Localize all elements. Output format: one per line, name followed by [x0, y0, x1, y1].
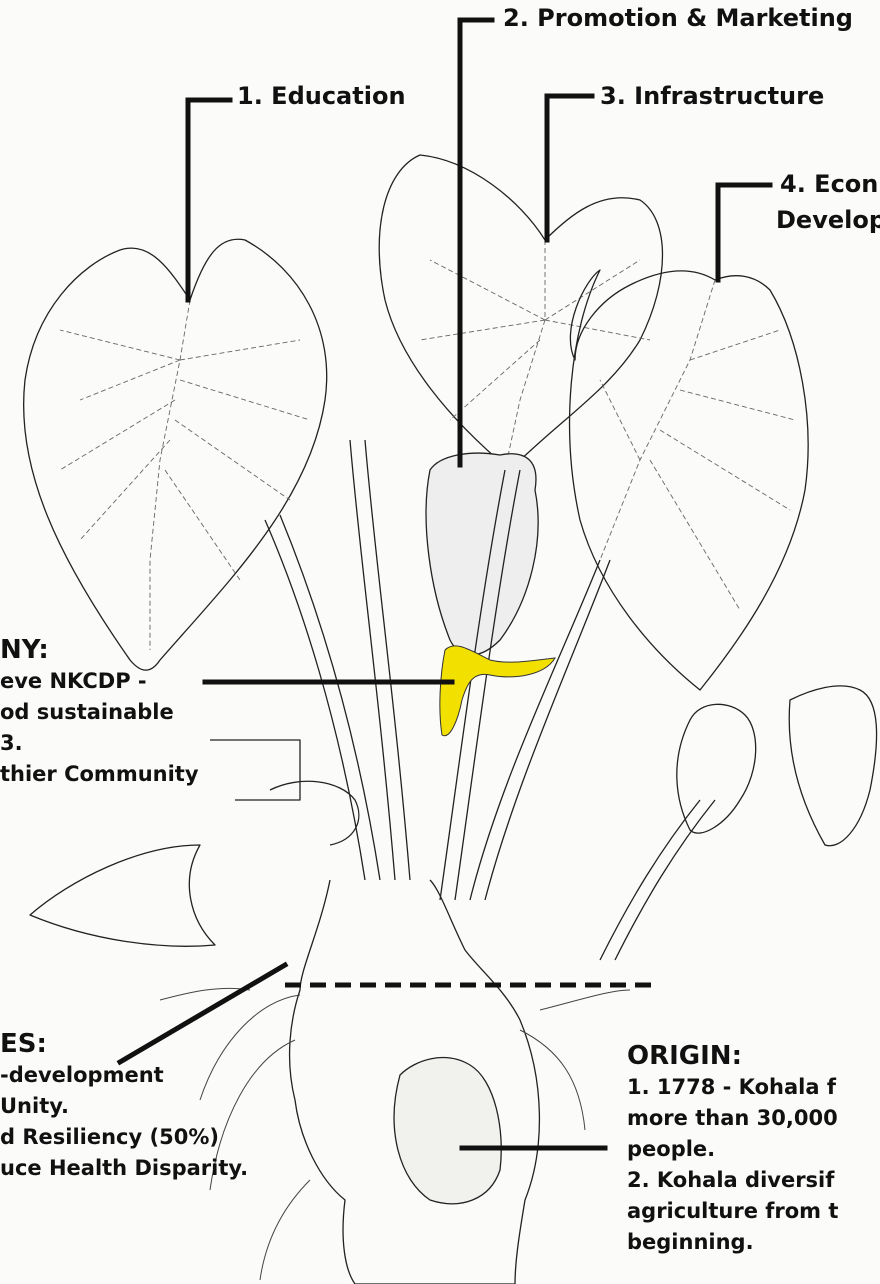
taro-leaf-lower-left [30, 845, 215, 946]
education-leader [188, 100, 230, 300]
values-block: ES: -development Unity. d Resiliency (50… [0, 1028, 248, 1184]
destiny-heading: NY: [0, 634, 199, 666]
origin-heading: ORIGIN: [627, 1040, 838, 1072]
label-economic-line1: 4. Econ [780, 172, 878, 196]
origin-line: agriculture from t [627, 1196, 838, 1227]
destiny-line: eve NKCDP - [0, 666, 199, 697]
values-heading: ES: [0, 1028, 248, 1060]
destiny-block: NY: eve NKCDP - od sustainable 3. thier … [0, 634, 199, 790]
promotion-leader [460, 20, 492, 465]
origin-block: ORIGIN: 1. 1778 - Kohala f more than 30,… [627, 1040, 838, 1258]
destiny-line: od sustainable [0, 697, 199, 728]
label-promotion-marketing: 2. Promotion & Marketing [503, 6, 853, 30]
label-education: 1. Education [237, 84, 406, 108]
destiny-line: 3. [0, 728, 199, 759]
origin-line: 1. 1778 - Kohala f [627, 1072, 838, 1103]
values-line: Unity. [0, 1091, 248, 1122]
taro-leaf-center [379, 155, 662, 470]
origin-line: more than 30,000 [627, 1103, 838, 1134]
values-line: d Resiliency (50%) [0, 1122, 248, 1153]
economic-leader [718, 185, 770, 280]
label-economic-line2: Develop [776, 208, 880, 232]
origin-line: people. [627, 1134, 838, 1165]
label-infrastructure: 3. Infrastructure [600, 84, 824, 108]
destiny-line: thier Community [0, 759, 199, 790]
values-line: -development [0, 1060, 248, 1091]
taro-corm-scar [394, 1058, 501, 1204]
taro-shoot-center [426, 453, 538, 655]
taro-petiole-left [265, 520, 365, 880]
taro-leaf-right [570, 270, 808, 690]
origin-line: 2. Kohala diversif [627, 1165, 838, 1196]
taro-leaf-left [24, 239, 327, 670]
origin-line: beginning. [627, 1227, 838, 1258]
values-line: uce Health Disparity. [0, 1153, 248, 1184]
highlighted-shoot [440, 646, 555, 736]
taro-leaf-tiny-right [789, 686, 876, 846]
